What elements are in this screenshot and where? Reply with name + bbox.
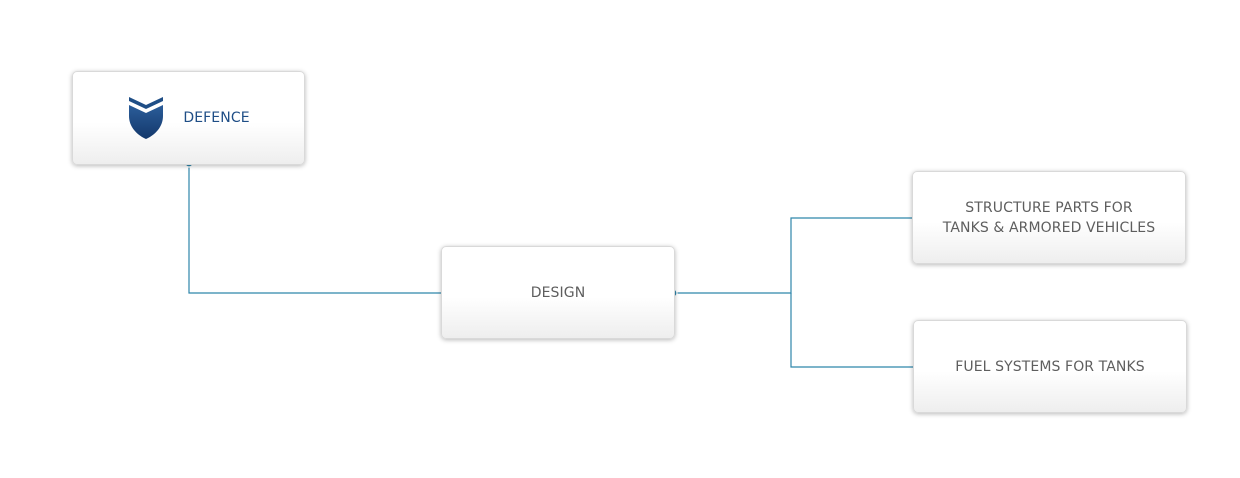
structure-label-line-2: TANKS & ARMORED VEHICLES bbox=[942, 219, 1156, 236]
structure-label-line-1: STRUCTURE PARTS FOR bbox=[965, 199, 1133, 216]
defence-label: DEFENCE bbox=[183, 110, 250, 126]
design-label: DESIGN bbox=[530, 284, 586, 301]
defence-content: DEFENCE bbox=[127, 96, 250, 140]
edge-design-fuel bbox=[790, 293, 914, 368]
node-defence[interactable]: DEFENCE bbox=[72, 71, 305, 165]
fuel-label: FUEL SYSTEMS FOR TANKS bbox=[955, 358, 1145, 375]
structure-label: STRUCTURE PARTS FOR TANKS & ARMORED VEHI… bbox=[943, 198, 1155, 238]
edge-defence-design bbox=[188, 163, 443, 294]
node-fuel-systems[interactable]: FUEL SYSTEMS FOR TANKS bbox=[913, 320, 1187, 413]
shield-icon bbox=[129, 97, 164, 139]
edge-design-structure bbox=[673, 217, 913, 294]
node-structure-parts[interactable]: STRUCTURE PARTS FOR TANKS & ARMORED VEHI… bbox=[912, 171, 1186, 264]
node-design[interactable]: DESIGN bbox=[441, 246, 675, 339]
